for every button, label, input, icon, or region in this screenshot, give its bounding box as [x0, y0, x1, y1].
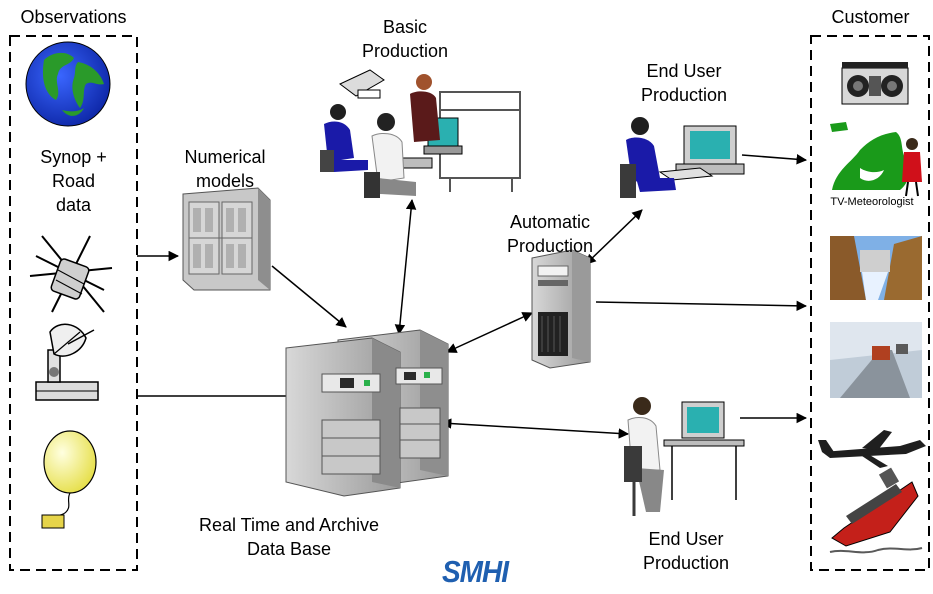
basic-production-label-line2: Production [361, 41, 449, 61]
synop-label-line1: Synop + [40, 147, 107, 167]
connectors [137, 154, 808, 439]
basic-production-label-line1: Basic [382, 17, 427, 37]
arrow-automatic-to-customers [595, 300, 808, 312]
automatic-production-server-icon [531, 249, 591, 369]
observations-group-box [9, 35, 138, 571]
tv-meteorologist-map-icon [830, 122, 922, 197]
hydropower-photo-icon [830, 236, 922, 300]
arrow-end-user-to-tv [741, 154, 808, 165]
satellite-icon [29, 235, 113, 313]
database-label-line1: Real Time and Archive [198, 515, 380, 535]
database-label-line2: Data Base [246, 539, 332, 559]
end-user-workstation-bottom-icon [624, 397, 745, 516]
snow-road-photo-icon [830, 322, 922, 398]
numerical-models-server-icon [182, 187, 271, 291]
arrow-database-basic-production [394, 198, 417, 336]
database-server-icon [285, 329, 449, 497]
ship-icon [829, 467, 923, 554]
basic-production-workstation-icon [320, 69, 521, 198]
arrow-database-automatic-production [446, 312, 533, 353]
end-user-workstation-icon [620, 117, 745, 198]
globe-icon [25, 41, 111, 127]
observations-title: Observations [20, 7, 127, 27]
radar-icon [35, 323, 99, 401]
radio-icon [841, 62, 909, 105]
weather-balloon-icon [41, 430, 97, 529]
tv-meteorologist-label: TV-Meteorologist [830, 196, 914, 208]
end-user-production-bottom-line1: End User [648, 529, 724, 549]
customer-group-box [810, 35, 930, 571]
end-user-production-top-line2: Production [640, 85, 728, 105]
end-user-production-bottom-line2: Production [642, 553, 730, 573]
smhi-logo: SMHI [442, 554, 509, 589]
synop-label-line3: data [55, 195, 92, 215]
arrow-database-end-user-bottom [440, 418, 630, 439]
arrow-automatic-end-user [585, 209, 643, 265]
numerical-models-label-line2: models [195, 171, 255, 191]
automatic-production-label-line1: Automatic [509, 212, 591, 232]
numerical-models-label-line1: Numerical [184, 147, 266, 167]
aircraft-icon [818, 430, 926, 468]
automatic-production-label-line2: Production [506, 236, 594, 256]
end-user-production-top-line1: End User [646, 61, 722, 81]
synop-label-line2: Road [51, 171, 96, 191]
arrow-models-to-database [271, 265, 347, 328]
customer-title: Customer [831, 7, 910, 27]
